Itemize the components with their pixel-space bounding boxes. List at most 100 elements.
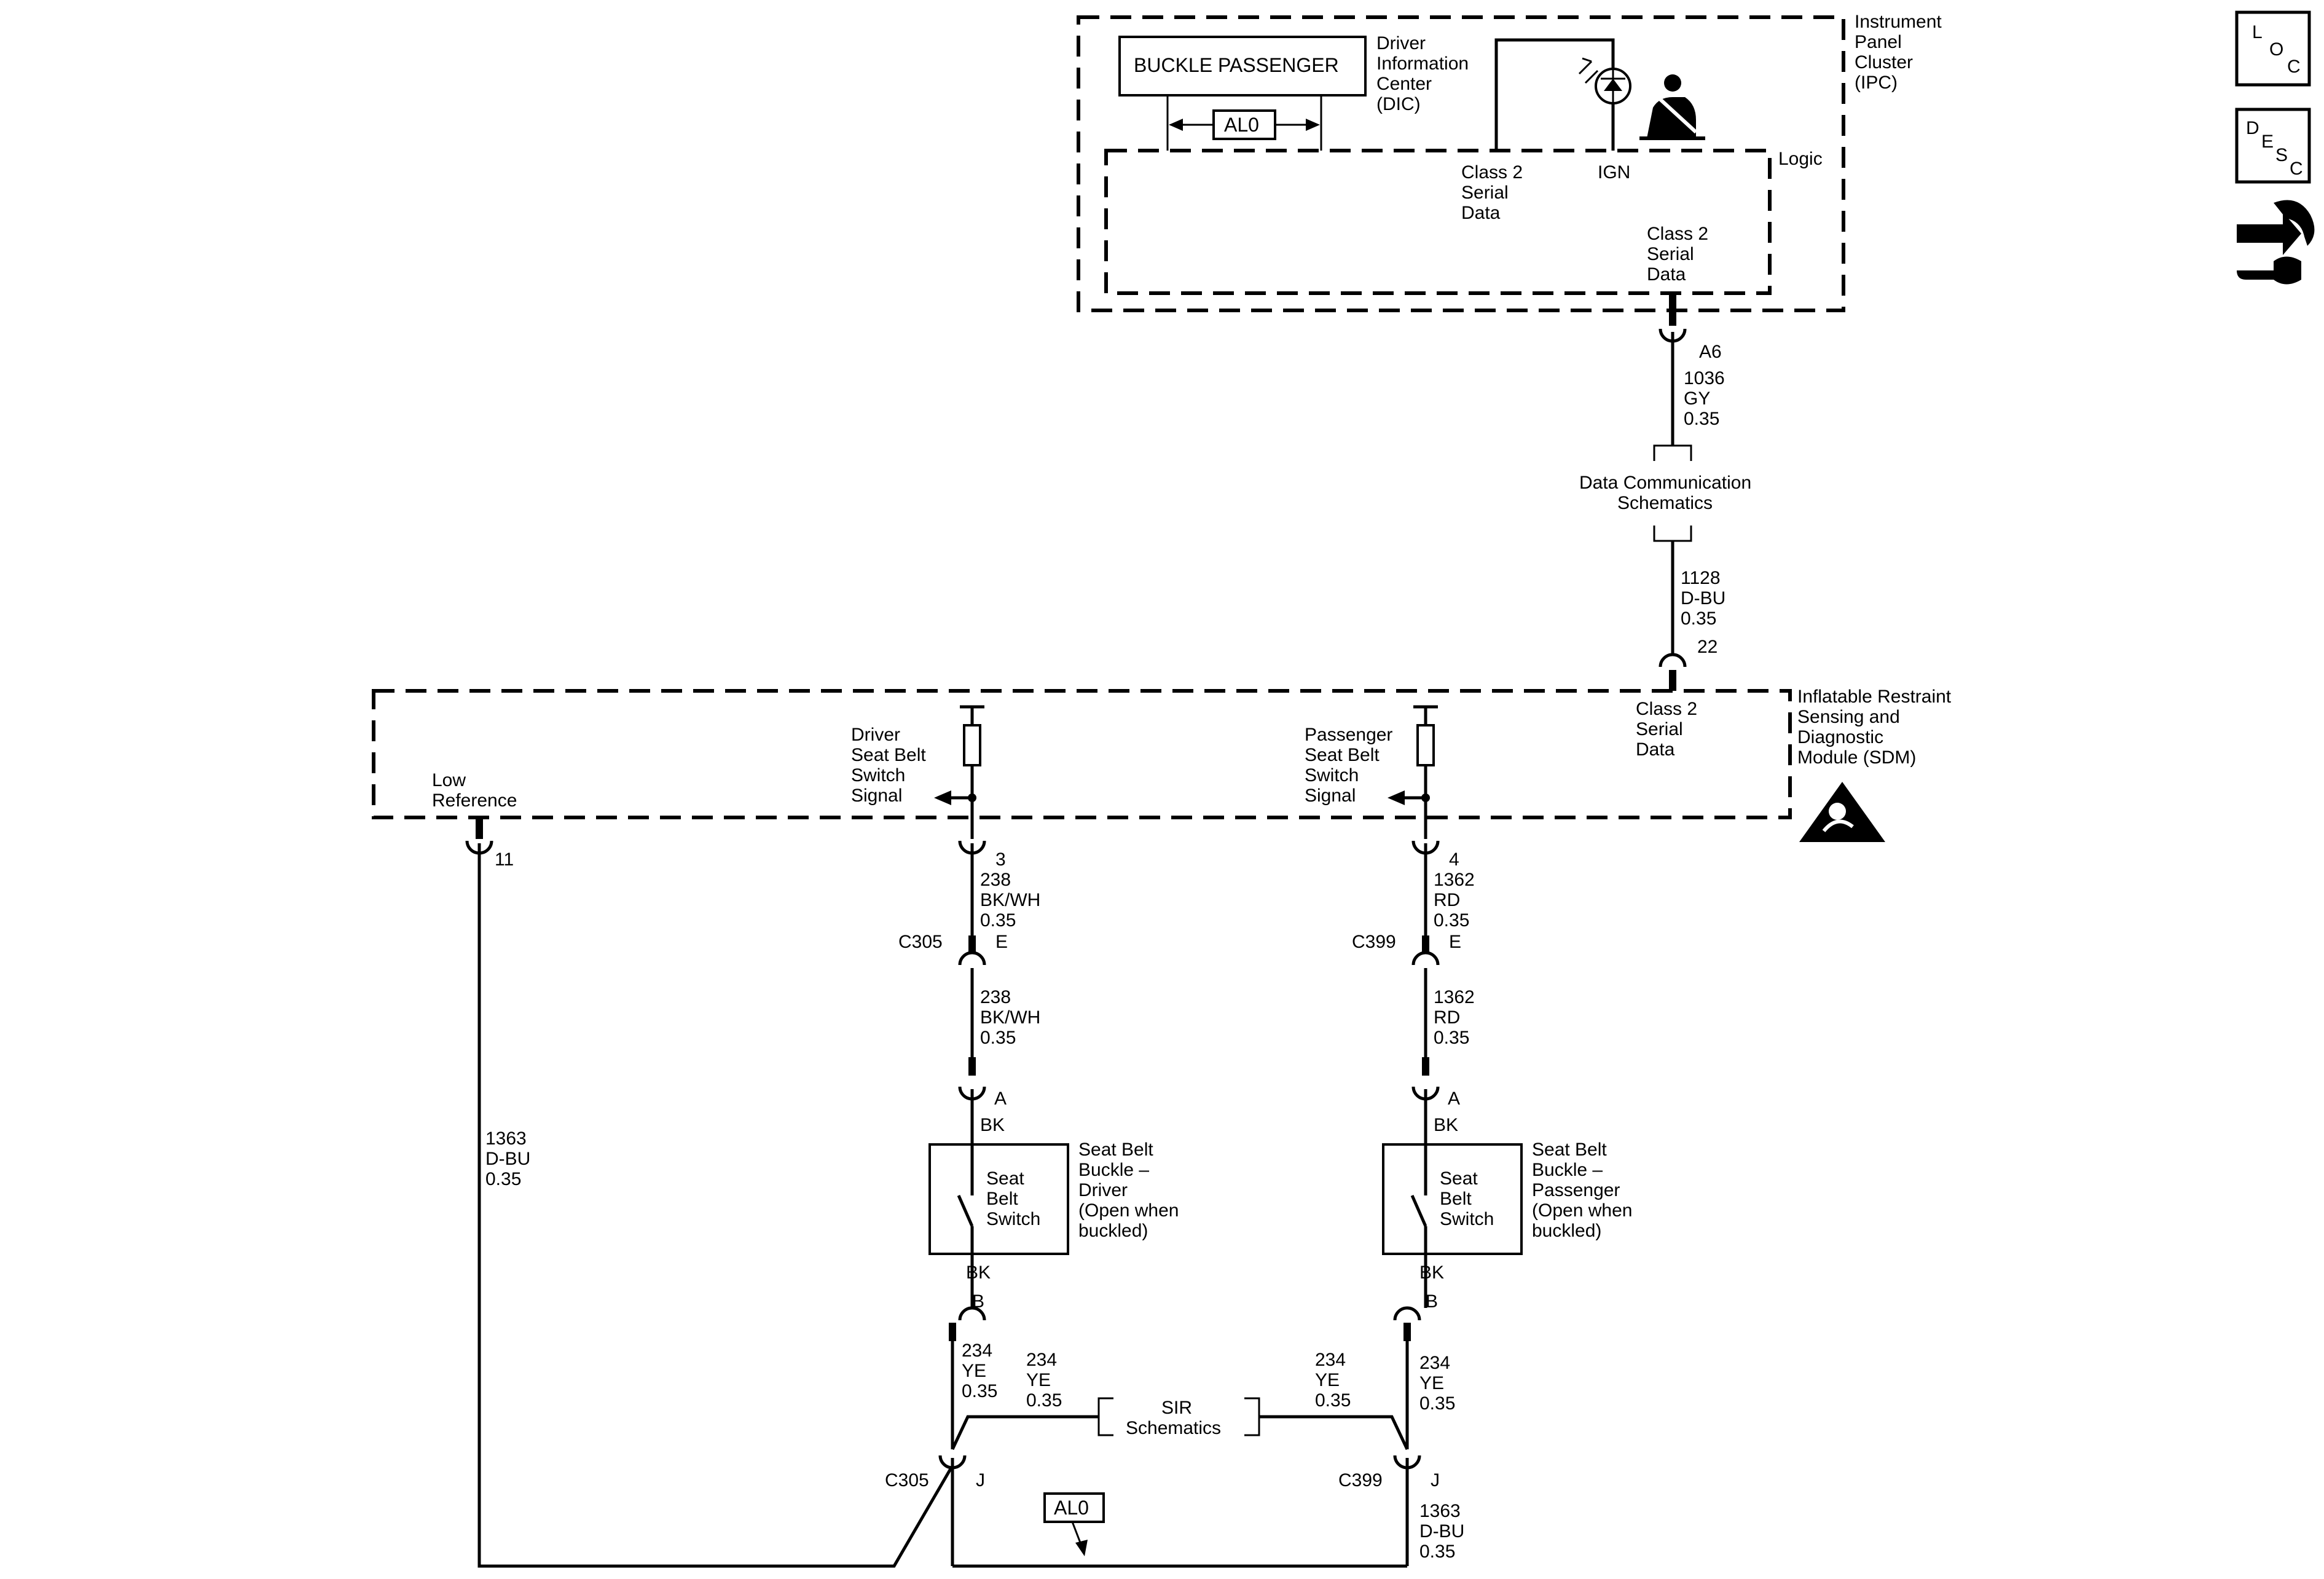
airbag-warning-icon <box>1799 782 1885 842</box>
driver-buckle-desc-3: Driver <box>1078 1180 1128 1200</box>
wire-1362-lower-circuit: 1362 <box>1434 987 1475 1007</box>
ipc-class2-bottom-2: Serial <box>1647 244 1694 264</box>
c399-top-name: C399 <box>1352 932 1396 952</box>
driver-b-color: BK <box>966 1262 991 1283</box>
sir-bracket-left <box>1097 1397 1113 1436</box>
dic-name-3: Center <box>1376 74 1432 94</box>
c305-top-name: C305 <box>898 932 943 952</box>
pass-b-color: BK <box>1419 1262 1444 1283</box>
light-emission-icon <box>1578 57 1599 84</box>
desc-letter-e: E <box>2261 132 2274 152</box>
passenger-pullup-resistor <box>1416 724 1435 766</box>
class2-data-line: A6 1036 GY 0.35 Data Communication Schem… <box>1579 294 1751 691</box>
pass-a-pin-label: A <box>1448 1089 1460 1109</box>
c305-bottom-pin: J <box>976 1470 985 1490</box>
driver-signal-4: Signal <box>851 786 902 806</box>
wire-234-driver-left-color: YE <box>962 1361 986 1381</box>
c399-bottom-name: C399 <box>1338 1470 1383 1490</box>
wire-1362-upper-circuit: 1362 <box>1434 870 1475 890</box>
wire-234-pass-left-color: YE <box>1315 1370 1340 1390</box>
sdm-low-ref-2: Reference <box>432 790 517 811</box>
sdm-22-connector <box>1659 653 1687 667</box>
driver-switch-label-3: Switch <box>986 1209 1040 1229</box>
wire-234-pass-right-circuit: 234 <box>1419 1353 1450 1373</box>
loc-letter-c: C <box>2287 57 2301 77</box>
wire-1036-circuit: 1036 <box>1684 368 1725 388</box>
ipc-ign-label: IGN <box>1598 162 1630 183</box>
driver-signal-3: Switch <box>851 765 905 786</box>
driver-buckle-desc-4: (Open when <box>1078 1200 1179 1221</box>
driver-buckle-desc-1: Seat Belt <box>1078 1140 1153 1160</box>
pass-buckle-desc-1: Seat Belt <box>1532 1140 1607 1160</box>
wire-234-driver-left-size: 0.35 <box>962 1381 997 1401</box>
sdm-11-pin-label: 11 <box>495 849 514 870</box>
data-comm-label-2: Schematics <box>1617 493 1713 513</box>
passenger-signal-4: Signal <box>1305 786 1356 806</box>
sdm-3-pin-label: 3 <box>995 849 1006 870</box>
passenger-signal-3: Switch <box>1305 765 1359 786</box>
driver-seat-belt-switch-box <box>928 1143 1069 1255</box>
pass-b-pin-label: B <box>1426 1291 1438 1312</box>
sir-label-2: Schematics <box>1126 1418 1221 1438</box>
wire-1128-color: D-BU <box>1681 588 1725 608</box>
ipc-logic-label: Logic <box>1778 149 1823 169</box>
driver-buckle-desc-2: Buckle – <box>1078 1160 1149 1180</box>
data-comm-bracket-bottom <box>1653 526 1692 542</box>
ipc-module: Instrument Panel Cluster (IPC) Logic BUC… <box>1077 12 1942 312</box>
dic-name-2: Information <box>1376 53 1469 74</box>
al0-bottom-arrow-head <box>1075 1540 1088 1556</box>
wire-1362-lower-color: RD <box>1434 1007 1460 1028</box>
wire-1363-return-color: D-BU <box>1419 1521 1464 1542</box>
driver-signal-arrow <box>934 790 951 805</box>
desc-icon[interactable]: D E S C <box>2235 108 2311 184</box>
sdm-22-pin-label: 22 <box>1697 637 1717 657</box>
ipc-name-1: Instrument <box>1855 12 1942 32</box>
sdm-module: Inflatable Restraint Sensing and Diagnos… <box>372 687 1952 842</box>
sdm-name-2: Sensing and <box>1797 707 1900 727</box>
wire-238-lower-size: 0.35 <box>980 1028 1016 1048</box>
ipc-logic-boundary <box>1104 149 1772 295</box>
wire-1036-size: 0.35 <box>1684 409 1719 429</box>
passenger-signal-arrow <box>1388 790 1405 805</box>
data-comm-bracket-top <box>1653 444 1692 461</box>
sir-bracket-right <box>1244 1397 1260 1436</box>
wire-1363-color: D-BU <box>485 1149 530 1169</box>
c305-top-pin: E <box>995 932 1008 952</box>
driver-a-pin-label: A <box>994 1089 1007 1109</box>
wire-238-lower-circuit: 238 <box>980 987 1011 1007</box>
wire-238-upper-size: 0.35 <box>980 910 1016 931</box>
passenger-signal-1: Passenger <box>1305 725 1392 745</box>
wire-234-pass-right-color: YE <box>1419 1373 1444 1393</box>
ipc-class2-top-2: Serial <box>1461 183 1509 203</box>
wire-1362-lower-size: 0.35 <box>1434 1028 1469 1048</box>
pass-b-connector <box>1393 1306 1421 1321</box>
driver-pullup-resistor <box>963 724 981 766</box>
ipc-class2-loop <box>1494 38 1615 151</box>
sdm-name-1: Inflatable Restraint <box>1797 687 1952 707</box>
al0-bottom-label: AL0 <box>1054 1497 1089 1519</box>
wire-1128-size: 0.35 <box>1681 608 1716 629</box>
ipc-name-4: (IPC) <box>1855 73 1898 93</box>
driver-b-connector <box>958 1306 986 1321</box>
loc-icon[interactable]: L O C <box>2235 10 2311 87</box>
c399-top-pin: E <box>1449 932 1461 952</box>
driver-signal-1: Driver <box>851 725 900 745</box>
data-comm-label-1: Data Communication <box>1579 473 1751 493</box>
wire-234-driver-right-circuit: 234 <box>1026 1350 1057 1370</box>
wire-234-driver-left-circuit: 234 <box>962 1341 992 1361</box>
wire-1362-upper-color: RD <box>1434 890 1460 910</box>
c305-bottom-name: C305 <box>885 1470 929 1490</box>
driver-switch-label-1: Seat <box>986 1168 1024 1189</box>
driver-switch-label-2: Belt <box>986 1189 1018 1209</box>
dic-arrow-right-head <box>1306 119 1320 131</box>
wire-234-pass-left-size: 0.35 <box>1315 1390 1351 1411</box>
dic-arrow-left-head <box>1169 119 1183 131</box>
desc-letter-c: C <box>2290 159 2303 179</box>
ipc-class2-bottom-1: Class 2 <box>1647 224 1708 244</box>
connector-wrench-icon[interactable] <box>2237 200 2315 285</box>
ipc-class2-top-1: Class 2 <box>1461 162 1523 183</box>
wire-234-driver-to-sir <box>951 1415 1099 1451</box>
wire-1036-color: GY <box>1684 388 1710 409</box>
sdm-class2-2: Serial <box>1636 719 1683 739</box>
low-reference-circuit: 11 1363 D-BU 0.35 <box>465 817 953 1568</box>
